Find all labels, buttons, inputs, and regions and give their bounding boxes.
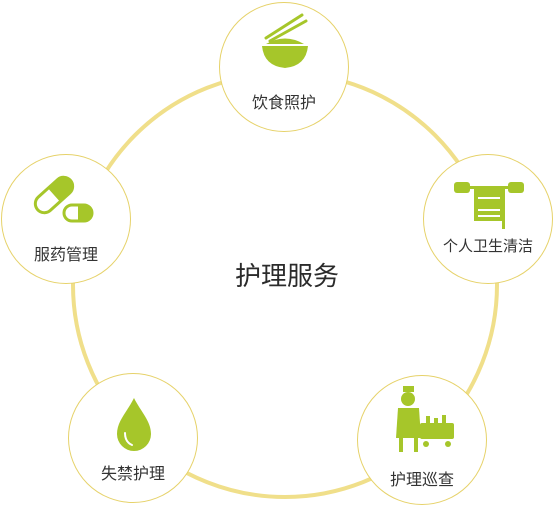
- node-diet-label: 饮食照护: [251, 93, 316, 112]
- node-diet: 饮食照护: [219, 2, 349, 132]
- center-title: 护理服务: [234, 262, 339, 292]
- droplet-icon: [117, 398, 151, 451]
- node-patrol: 护理巡查: [357, 375, 487, 505]
- node-hygiene: 个人卫生清洁: [423, 154, 553, 284]
- towel-rack-icon: [454, 182, 524, 229]
- node-patrol-label: 护理巡查: [389, 470, 454, 489]
- node-incontinence-label: 失禁护理: [100, 464, 165, 483]
- bowl-chopsticks-icon: [262, 13, 308, 68]
- node-hygiene-label: 个人卫生清洁: [442, 237, 533, 255]
- node-medication-label: 服药管理: [33, 245, 98, 264]
- capsule-icon: [33, 175, 94, 223]
- nurse-cart-icon: [396, 386, 454, 452]
- node-medication: 服药管理: [1, 154, 131, 284]
- node-incontinence: 失禁护理: [68, 373, 198, 503]
